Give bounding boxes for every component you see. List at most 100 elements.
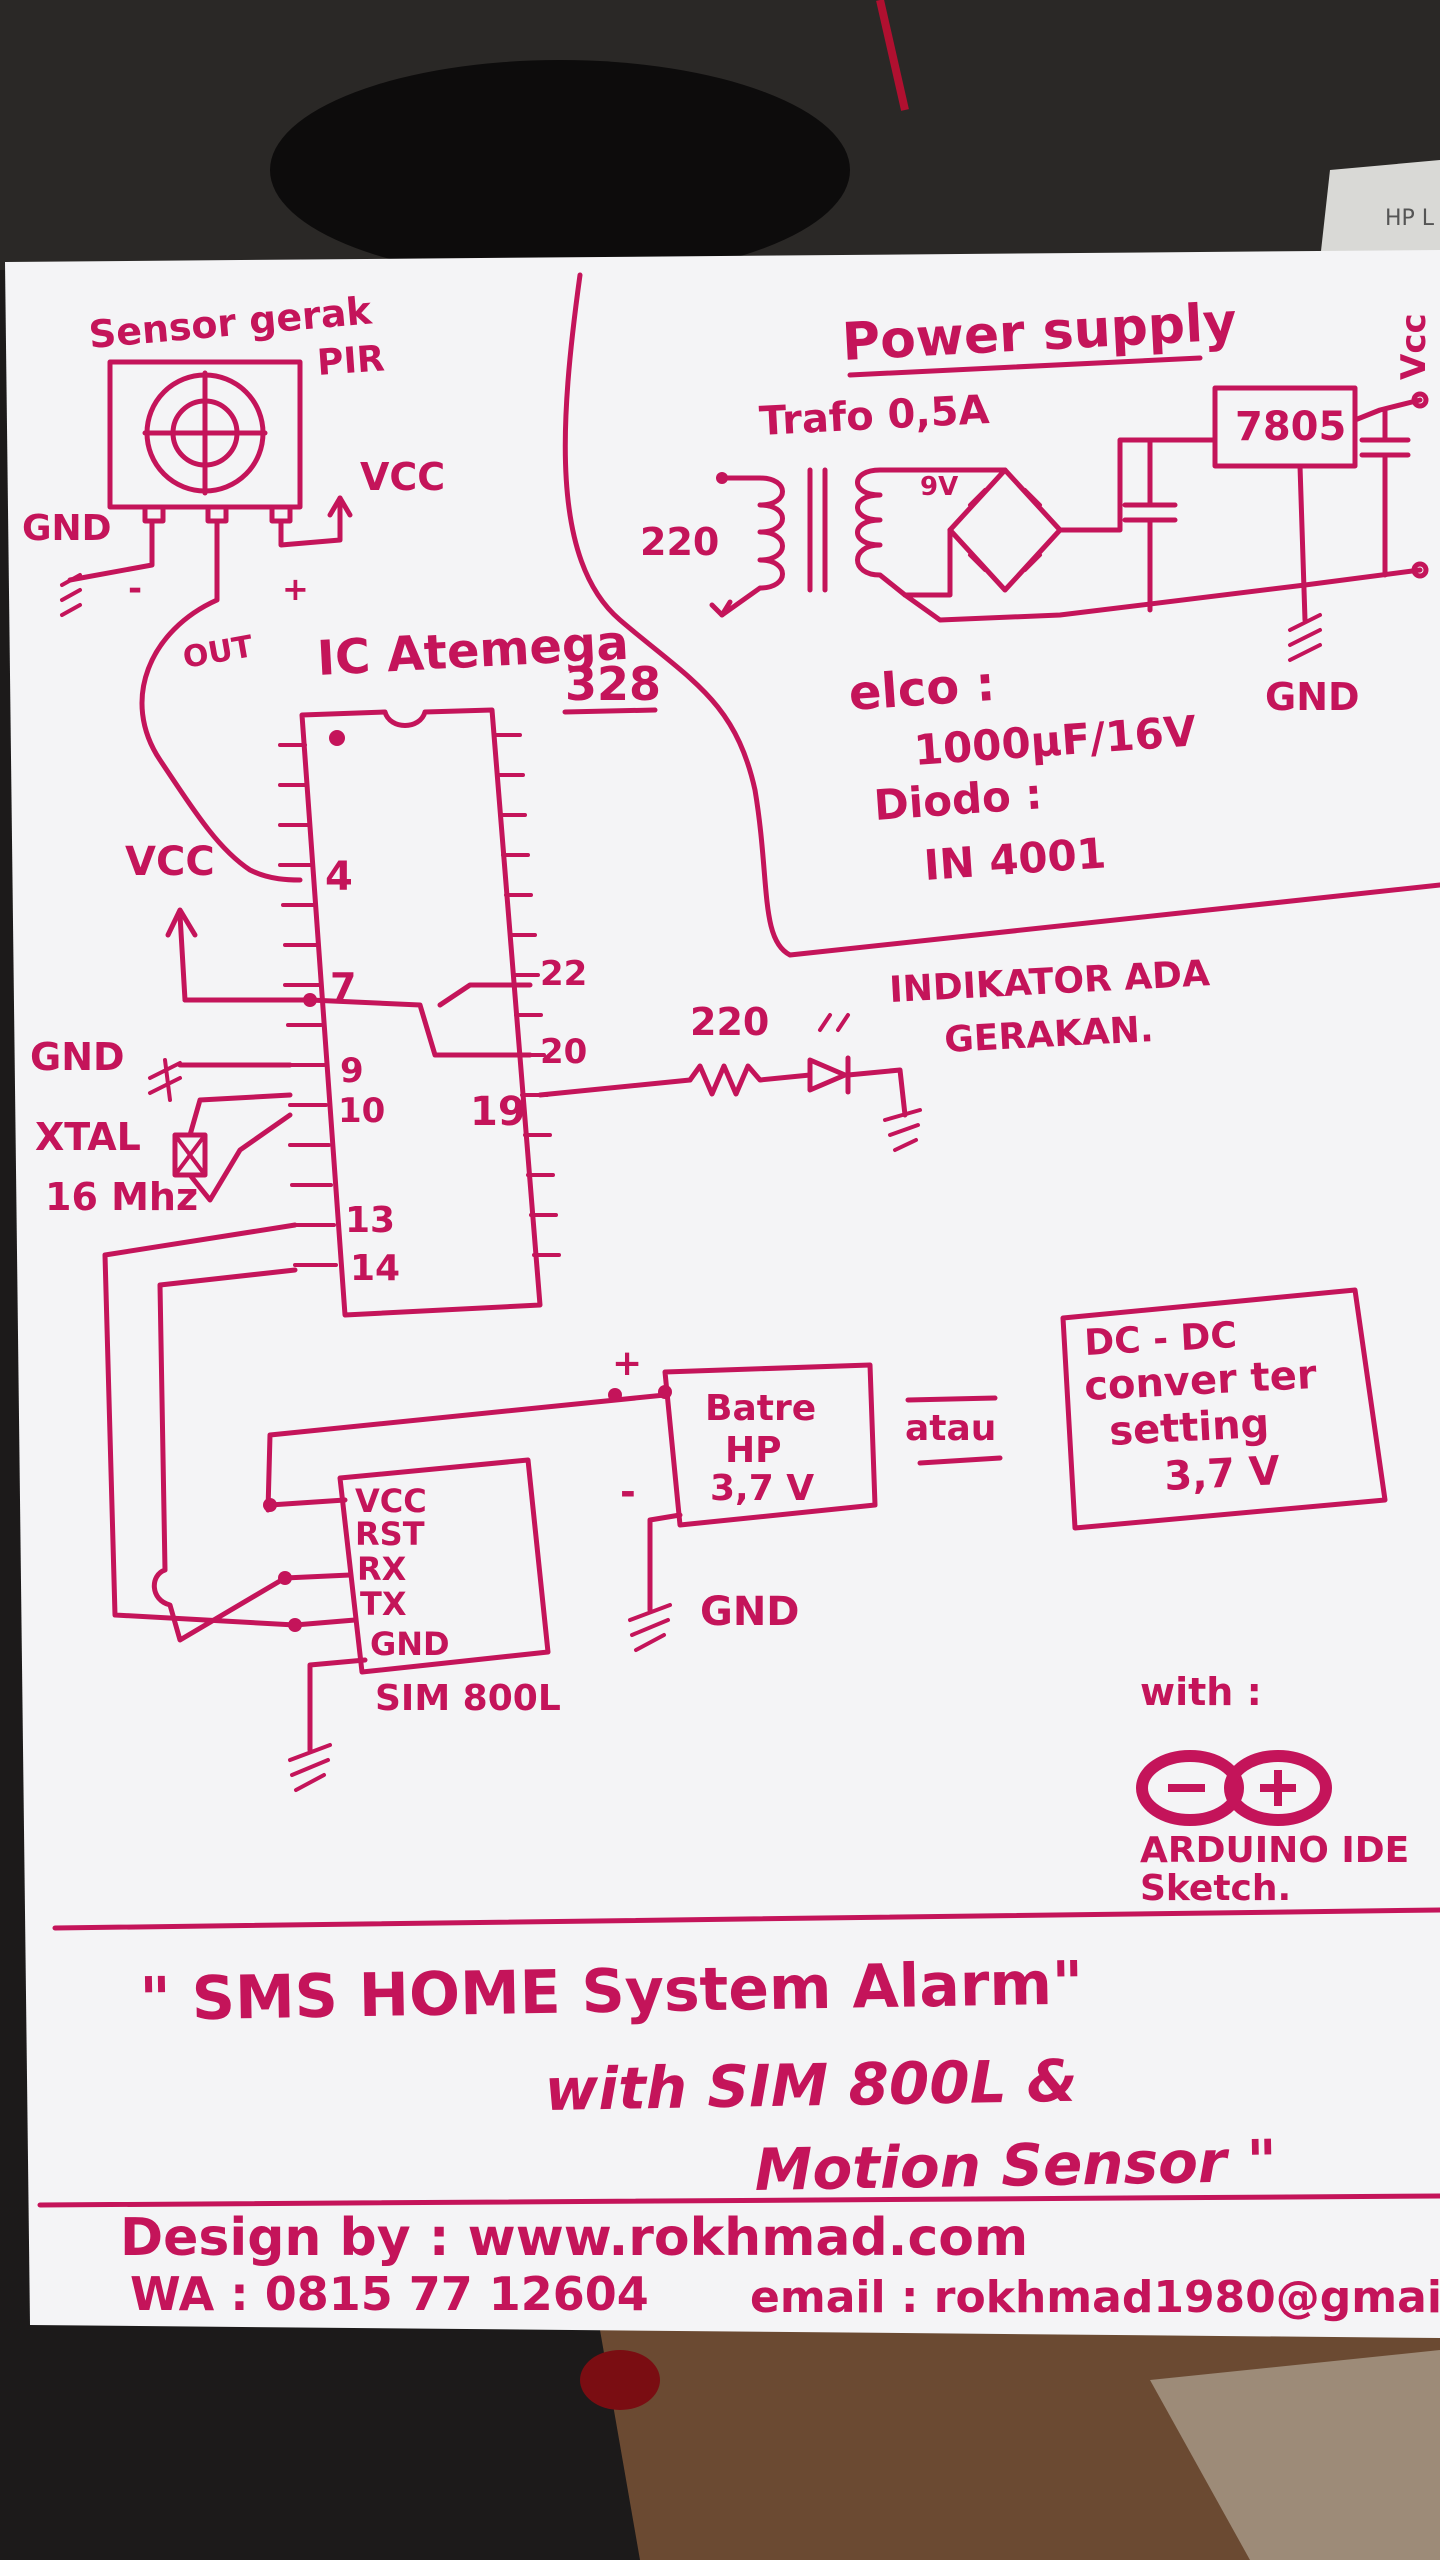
battery-ground-symbol xyxy=(628,1603,672,1652)
footer-wa: WA : 0815 77 12604 xyxy=(130,2267,649,2321)
footer-email: email : rokhmad1980@gmai xyxy=(750,2272,1440,2323)
ic-model: 328 xyxy=(565,657,661,711)
battery-line1: Batre xyxy=(705,1388,816,1429)
ic-left-pins xyxy=(278,743,338,1267)
ic-pin19-wire xyxy=(537,1077,693,1098)
sim-name: SIM 800L xyxy=(375,1678,561,1719)
pir-out-wire xyxy=(139,518,303,883)
footer: Design by : www.rokhmad.com WA : 0815 77… xyxy=(120,2208,1440,2323)
ic-pin7-to-pin20 xyxy=(182,997,533,1058)
indicator: 220 INDIKATOR ADA GERAKAN. xyxy=(687,953,1211,1152)
xtal-wires xyxy=(187,1092,293,1203)
battery-plus: + xyxy=(612,1343,642,1384)
sim-ground-symbol xyxy=(288,1743,332,1792)
sim-pin-gnd: GND xyxy=(370,1625,450,1663)
ps-output-rail xyxy=(1352,397,1423,423)
ps-vcc-terminal xyxy=(1411,391,1429,409)
title-block: " SMS HOME System Alarm" with SIM 800L &… xyxy=(139,1949,1277,2204)
ps-primary-coil xyxy=(719,475,785,618)
sim-rx-to-pin14 xyxy=(151,1267,298,1643)
sim-pin-rst: RST xyxy=(355,1515,425,1553)
ic-gnd-label: GND xyxy=(30,1035,125,1079)
ic-pin22-label: 22 xyxy=(540,954,587,994)
ps-output-capacitor xyxy=(1359,407,1411,578)
footer-design: Design by : www.rokhmad.com xyxy=(120,2208,1028,2268)
ic-vcc-label: VCC xyxy=(125,839,215,885)
sim-body xyxy=(337,1457,551,1675)
power-supply: Power supply Trafo 0,5A 220 9V 7805 Vcc … xyxy=(640,292,1434,890)
or-label: atau xyxy=(905,1408,996,1449)
pir-ground-symbol xyxy=(60,573,82,617)
arduino-with: with : xyxy=(1140,1670,1262,1714)
xtal-mark xyxy=(173,1133,207,1177)
atmega-ic: IC Atemega 328 4 7 9 10 13 14 19 20 22 V… xyxy=(30,615,693,1318)
battery-negative-wire xyxy=(647,1512,683,1613)
separator-bottom xyxy=(37,2193,1440,2208)
ic-pin13-label: 13 xyxy=(345,1200,395,1241)
indicator-ground-symbol xyxy=(883,1108,922,1152)
sim-gnd-wire xyxy=(307,1657,368,1753)
ps-regulator-label: 7805 xyxy=(1235,404,1346,450)
converter-box xyxy=(1060,1287,1388,1531)
xtal-label: XTAL xyxy=(35,1115,141,1159)
pir-vcc-label: VCC xyxy=(360,455,445,499)
ic-node-pin7 xyxy=(303,993,317,1007)
sim-vcc-wire xyxy=(267,1497,348,1508)
or-overline xyxy=(905,1395,998,1403)
pir-vcc-wire xyxy=(278,495,343,548)
separator-top xyxy=(52,1907,1440,1931)
ic-pin9-label: 9 xyxy=(340,1051,364,1091)
ps-secondary: 9V xyxy=(920,472,958,502)
arduino-section: with : ARDUINO IDE Sketch. xyxy=(1136,1670,1409,1909)
ps-diode-label: Diodo : xyxy=(872,769,1043,830)
pir-gnd-wire xyxy=(67,518,155,583)
arduino-line1: ARDUINO IDE xyxy=(1140,1830,1409,1871)
indicator-led xyxy=(807,1057,848,1093)
battery-minus: - xyxy=(620,1470,636,1514)
pir-gnd-label: GND xyxy=(22,508,112,549)
indicator-resistor xyxy=(687,1063,813,1097)
power-supply-boundary xyxy=(562,272,1440,958)
red-object xyxy=(580,2350,660,2410)
indicator-ground-wire xyxy=(845,1067,908,1118)
sim-pin-rx: RX xyxy=(357,1550,407,1588)
indicator-light-rays xyxy=(818,1013,850,1032)
ps-elco-label: elco : xyxy=(847,656,997,722)
ic-pin14-label: 14 xyxy=(350,1248,400,1289)
sim-rx-tx-stubs xyxy=(282,1572,358,1628)
title-line3: Motion Sensor " xyxy=(754,2127,1277,2204)
ps-positive-rail xyxy=(1057,437,1218,533)
title-line2: with SIM 800L & xyxy=(544,2047,1078,2124)
converter-line3: setting xyxy=(1108,1401,1270,1455)
ps-title-underline xyxy=(847,355,1203,378)
battery-node xyxy=(608,1388,622,1402)
ic-body xyxy=(299,707,543,1318)
ps-regulator xyxy=(1212,385,1358,469)
ps-secondary-coil xyxy=(855,467,908,598)
ps-diodes xyxy=(968,488,1042,572)
printer-device xyxy=(1320,160,1440,260)
ps-vcc-label: Vcc xyxy=(1394,313,1434,380)
battery-line2: HP xyxy=(725,1430,782,1471)
converter-line1: DC - DC xyxy=(1083,1315,1238,1364)
sim-tx-to-pin13 xyxy=(102,1222,298,1628)
indicator-resistor-label: 220 xyxy=(690,1000,769,1044)
pir-plus-label: + xyxy=(282,570,309,608)
sim800l-module: VCC RST RX TX GND SIM 800L xyxy=(102,1222,561,1792)
battery-line3: 3,7 V xyxy=(710,1468,814,1509)
floor-tile xyxy=(1150,2350,1440,2560)
ic-pin4-label: 4 xyxy=(325,854,353,900)
ic-pin20-label: 20 xyxy=(540,1032,587,1072)
ic-vcc-arrow xyxy=(165,907,198,938)
black-bag xyxy=(270,60,850,280)
printer-label: HP L xyxy=(1385,206,1435,231)
ic-ground-symbol xyxy=(148,1058,182,1102)
ic-pin22-link xyxy=(437,982,533,1008)
battery-gnd-label: GND xyxy=(700,1589,800,1635)
pir-minus-label: - xyxy=(128,569,142,609)
title-line1: " SMS HOME System Alarm" xyxy=(139,1949,1084,2035)
xtal-frequency: 16 Mhz xyxy=(45,1175,198,1219)
ic-pin1-marker xyxy=(329,730,345,746)
ic-right-pins xyxy=(493,733,561,1257)
arduino-line2: Sketch. xyxy=(1140,1868,1291,1909)
